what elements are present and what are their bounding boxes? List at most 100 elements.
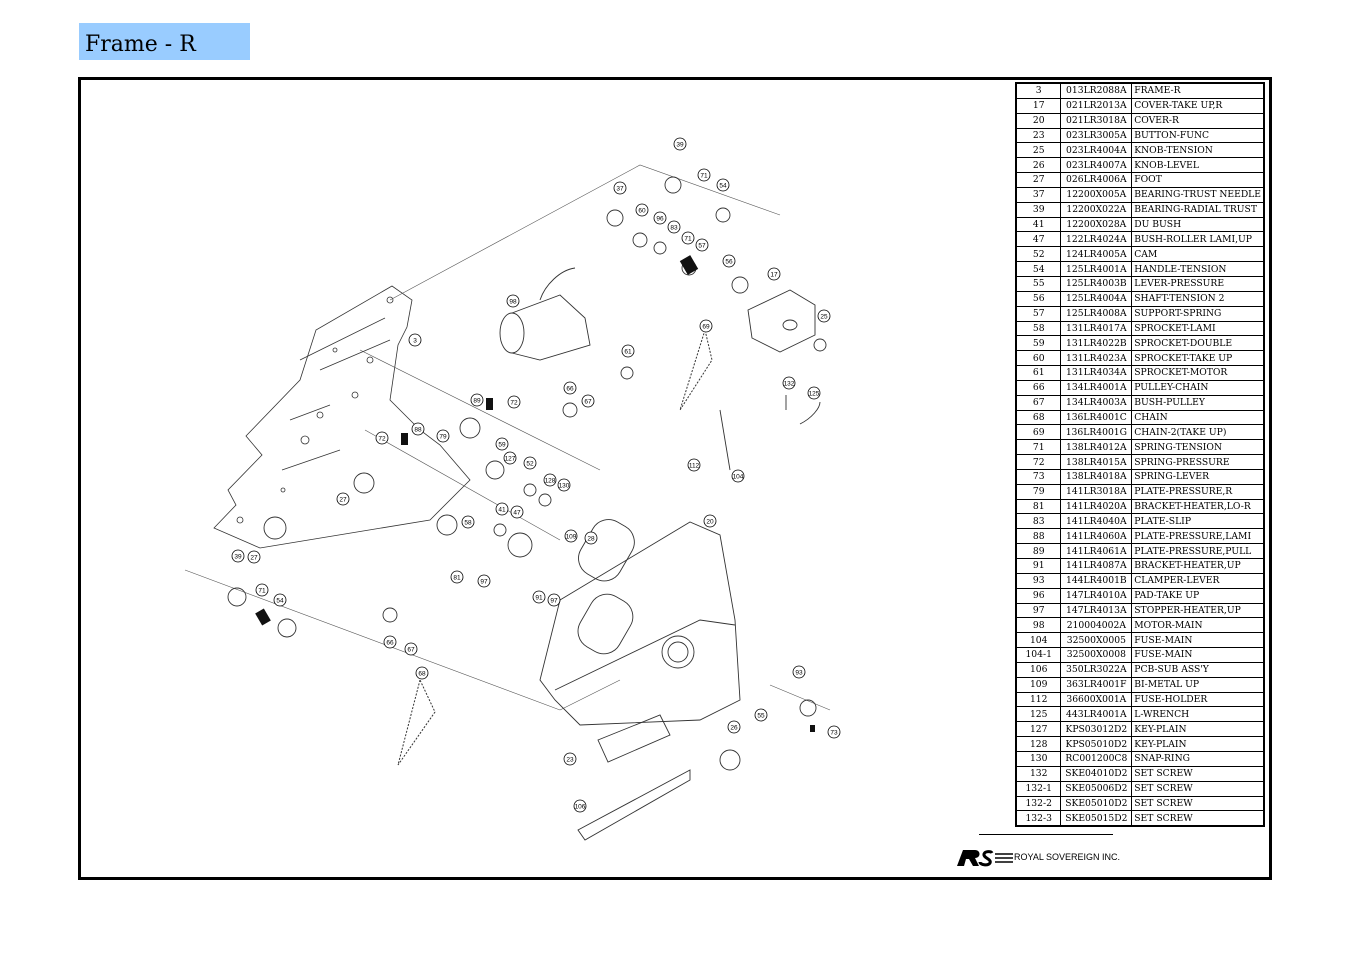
part-number: 52 (1015, 246, 1062, 263)
part-code: 134LR4001A (1060, 379, 1133, 396)
callout-label: 72 (510, 400, 518, 407)
part-code: 136LR4001C (1060, 409, 1133, 426)
callout-label: 73 (830, 730, 838, 737)
callout-circle (621, 344, 635, 358)
part-callout: 47 (510, 505, 524, 519)
callout-label: 27 (250, 555, 258, 562)
part-code: 141LR4060A (1060, 528, 1133, 545)
part-code: SKE04010D2 (1060, 765, 1133, 782)
callout-label: 97 (480, 579, 488, 586)
part-description: SPRING-TENSION (1131, 439, 1265, 456)
callout-circle (695, 238, 709, 252)
callout-label: 67 (584, 399, 592, 406)
callout-label: 83 (670, 225, 678, 232)
part-callout: 26 (727, 720, 741, 734)
callout-label: 3 (413, 338, 417, 345)
callout-circle (503, 451, 517, 465)
part-code: 36600X001A (1060, 691, 1133, 708)
callout-circle (699, 319, 713, 333)
callout-circle (563, 752, 577, 766)
part-code: SKE05006D2 (1060, 780, 1133, 797)
part-number: 57 (1015, 305, 1062, 322)
part-number: 96 (1015, 587, 1062, 604)
callout-label: 52 (526, 461, 534, 468)
callout-circle (470, 393, 484, 407)
callout-circle (564, 529, 578, 543)
callout-label: 125 (809, 391, 820, 398)
part-callout: 25 (817, 309, 831, 323)
part-code: 023LR3005A (1060, 127, 1133, 144)
part-code: 125LR4008A (1060, 305, 1133, 322)
part-code: 023LR4007A (1060, 157, 1133, 174)
part-number: 61 (1015, 365, 1062, 381)
part-callout: 72 (507, 395, 521, 409)
part-description: SPRING-PRESSURE (1131, 454, 1265, 470)
part-callout: 59 (495, 437, 509, 451)
part-code: 141LR4061A (1060, 543, 1133, 559)
part-callout: 55 (754, 708, 768, 722)
callout-label: 27 (339, 497, 347, 504)
part-callout: 67 (581, 394, 595, 408)
callout-label: 57 (698, 243, 706, 250)
callout-circle (681, 231, 695, 245)
part-number: 71 (1015, 439, 1062, 456)
part-code: 147LR4013A (1060, 602, 1133, 619)
part-number: 58 (1015, 320, 1062, 337)
part-number: 73 (1015, 468, 1062, 485)
callout-label: 88 (414, 427, 422, 434)
callout-label: 128 (545, 478, 556, 485)
callout-label: 89 (473, 398, 481, 405)
part-callout: 98 (506, 294, 520, 308)
part-code: KPS05010D2 (1060, 736, 1133, 752)
callout-label: 54 (276, 598, 284, 605)
part-description: BEARING-RADIAL TRUST (1131, 201, 1265, 218)
part-description: FUSE-HOLDER (1131, 691, 1265, 708)
callout-circle (635, 203, 649, 217)
callout-label: 112 (689, 463, 700, 470)
callout-circle (581, 394, 595, 408)
callout-circle (673, 137, 687, 151)
part-callout: 68 (415, 666, 429, 680)
part-callout: 81 (450, 570, 464, 584)
part-code: 144LR4001B (1060, 572, 1133, 589)
part-number: 93 (1015, 572, 1062, 589)
callout-label: 23 (566, 757, 574, 764)
part-description: COVER-TAKE UP,R (1131, 97, 1265, 114)
callout-label: 55 (757, 713, 765, 720)
part-description: SNAP-RING (1131, 750, 1265, 767)
part-number: 127 (1015, 721, 1062, 738)
callout-label: 67 (407, 647, 415, 654)
callout-circle (697, 168, 711, 182)
part-description: COVER-R (1131, 112, 1265, 129)
callout-circle (807, 386, 821, 400)
part-description: SET SCREW (1131, 810, 1265, 827)
part-number: 69 (1015, 424, 1062, 441)
part-code: 363LR4001F (1060, 676, 1133, 693)
callout-label: 20 (706, 519, 714, 526)
part-code: 141LR4040A (1060, 513, 1133, 530)
callout-circle (782, 376, 796, 390)
callout-label: 72 (378, 436, 386, 443)
callout-label: 130 (559, 483, 570, 490)
part-description: SPROCKET-DOUBLE (1131, 335, 1265, 352)
part-number: 97 (1015, 602, 1062, 619)
part-code: 131LR4034A (1060, 365, 1133, 381)
part-number: 79 (1015, 483, 1062, 500)
callout-circle (722, 254, 736, 268)
callout-label: 41 (498, 507, 506, 514)
part-description: HANDLE-TENSION (1131, 261, 1265, 277)
part-callout: 89 (470, 393, 484, 407)
part-callout: 91 (532, 590, 546, 604)
